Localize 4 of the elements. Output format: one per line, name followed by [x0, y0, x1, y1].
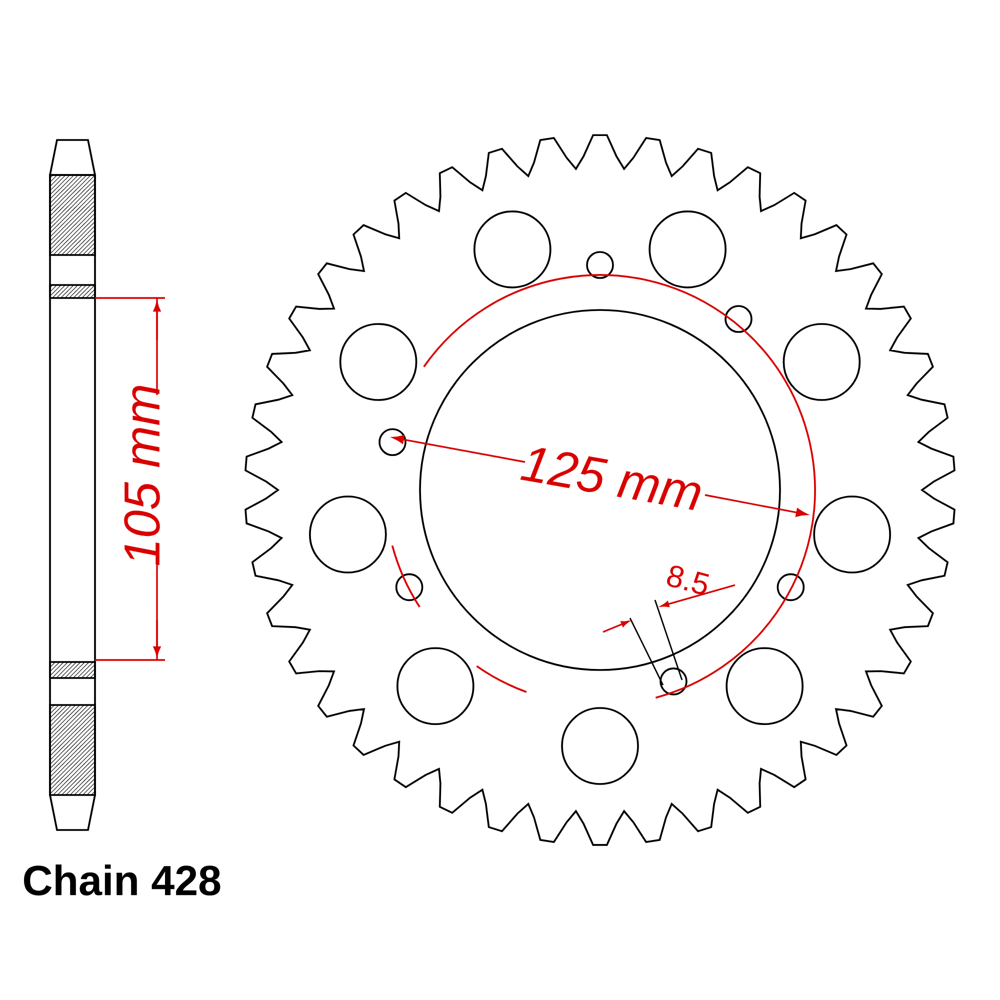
dimension-label: 8.5 — [667, 566, 710, 594]
dimension-label: 125 mm — [520, 448, 700, 510]
dimension-label: 105 mm — [124, 386, 160, 566]
chain-size-label: Chain 428 — [24, 864, 220, 896]
